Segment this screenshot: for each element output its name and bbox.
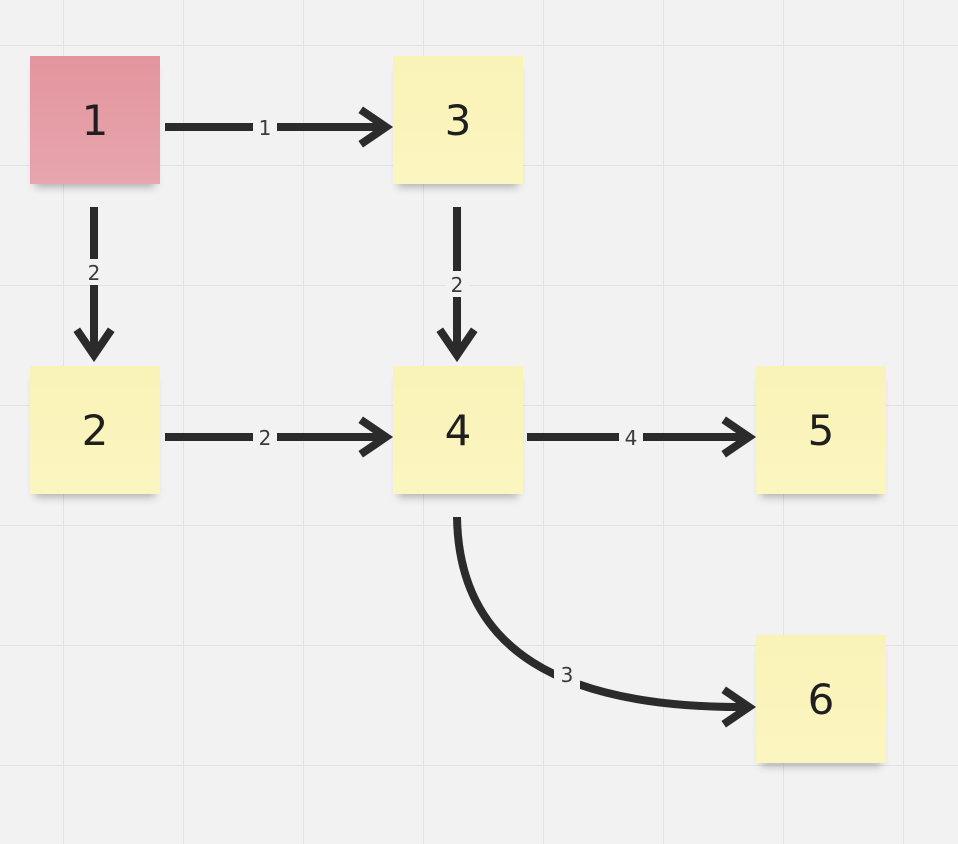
connector-label: 2: [259, 426, 272, 450]
connector-label: 2: [451, 273, 464, 297]
connector-4-to-6[interactable]: 3: [453, 516, 757, 728]
connector-label: 4: [625, 426, 638, 450]
sticky-note-2[interactable]: 2: [30, 366, 160, 494]
connector-label: 1: [259, 116, 272, 140]
sticky-note-6[interactable]: 6: [756, 635, 886, 763]
sticky-note-text: 3: [444, 95, 472, 145]
sticky-note-3[interactable]: 3: [393, 56, 523, 184]
sticky-note-1[interactable]: 1: [30, 56, 160, 184]
sticky-note-4[interactable]: 4: [393, 366, 523, 494]
sticky-note-text: 4: [444, 405, 472, 455]
connector-4-to-5[interactable]: 4: [527, 416, 757, 458]
sticky-note-text: 1: [81, 95, 109, 145]
sticky-note-5[interactable]: 5: [756, 366, 886, 494]
connector-3-to-4[interactable]: 2: [436, 207, 478, 363]
sticky-note-text: 2: [81, 405, 109, 455]
connector-1-to-3[interactable]: 1: [165, 106, 394, 148]
connector-label: 3: [561, 663, 574, 687]
connector-2-to-4[interactable]: 2: [165, 416, 394, 458]
sticky-note-text: 5: [807, 405, 835, 455]
connector-label: 2: [88, 261, 101, 285]
connector-1-to-2[interactable]: 2: [73, 207, 115, 363]
sticky-note-text: 6: [807, 674, 835, 724]
